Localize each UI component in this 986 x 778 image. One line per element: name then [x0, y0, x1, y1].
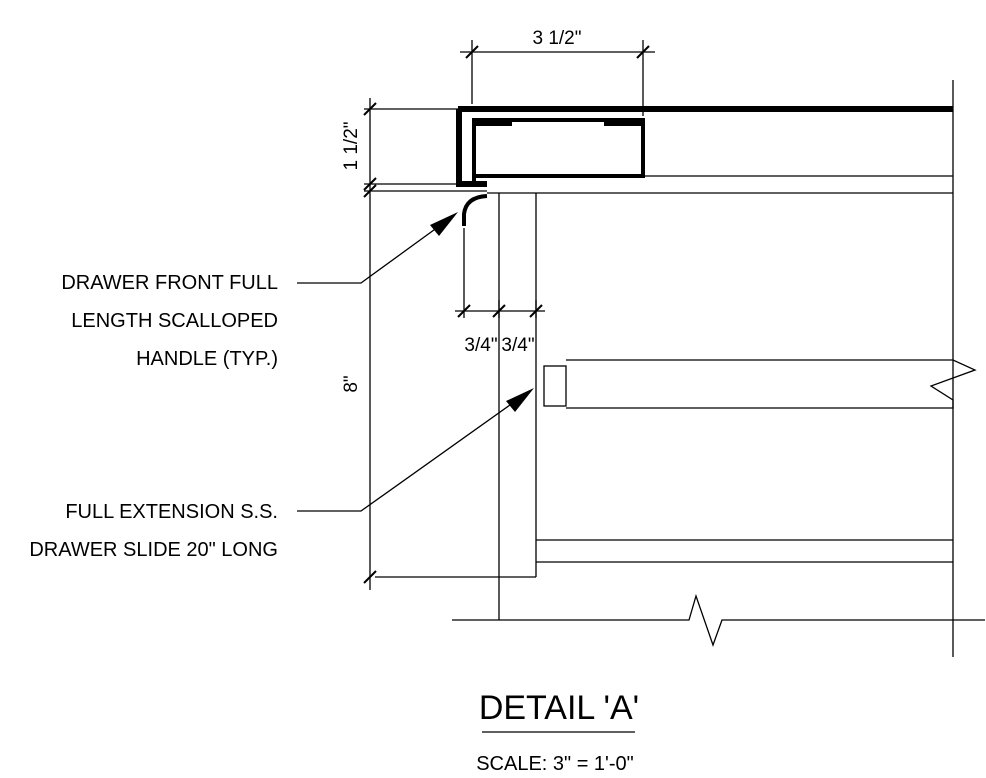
- leader-handle: [297, 212, 458, 284]
- dim-tick: [363, 184, 377, 198]
- cabinet-sides: [498, 80, 954, 657]
- countertop-section: [456, 106, 953, 194]
- leader-line: [297, 218, 450, 284]
- dimension-top-width: 3 1/2": [460, 28, 655, 116]
- detail-title: DETAIL 'A': [479, 689, 639, 727]
- note-slide: FULL EXTENSION S.S. DRAWER SLIDE 20" LON…: [29, 501, 278, 561]
- note-handle: DRAWER FRONT FULL LENGTH SCALLOPED HANDL…: [61, 272, 278, 370]
- dim-tick: [363, 102, 377, 116]
- drawer-slide: [543, 359, 977, 409]
- leader-line: [297, 394, 525, 512]
- dim-tick: [636, 45, 650, 59]
- slide-body: [566, 359, 977, 409]
- leader-arrowhead: [506, 388, 534, 412]
- dim-tick: [492, 304, 506, 318]
- bottom-shelf: [375, 539, 985, 647]
- dim-tick: [465, 45, 479, 59]
- dim-label-top-width: 3 1/2": [532, 28, 581, 49]
- dimension-top-height: 1 1/2" 8": [341, 98, 487, 590]
- leader-arrowhead: [430, 212, 458, 236]
- note-line: DRAWER FRONT FULL: [61, 272, 278, 294]
- dim-tick: [363, 570, 377, 584]
- dim-tick: [363, 177, 377, 191]
- countertop-edge-profile: [456, 109, 487, 187]
- note-line: LENGTH SCALLOPED: [71, 310, 278, 332]
- floor-break-line: [452, 593, 985, 647]
- leader-slide: [297, 388, 534, 512]
- dim-label-right-gap: 3/4": [501, 335, 534, 356]
- dim-tick: [457, 304, 471, 318]
- detail-scale: SCALE: 3" = 1'-0": [476, 753, 634, 775]
- note-line: FULL EXTENSION S.S.: [65, 501, 278, 523]
- slide-end-block: [543, 365, 567, 407]
- dimension-gaps: 3/4" 3/4": [455, 228, 545, 356]
- scalloped-handle: [462, 194, 488, 226]
- dim-label-top-height: 1 1/2": [341, 121, 362, 170]
- dim-label-left-gap: 3/4": [464, 335, 497, 356]
- title-block: DETAIL 'A' SCALE: 3" = 1'-0": [476, 689, 639, 775]
- dim-tick: [529, 304, 543, 318]
- top-rail-box: [472, 118, 645, 186]
- dim-label-overall-height: 8": [341, 375, 362, 392]
- note-line: DRAWER SLIDE 20" LONG: [29, 539, 278, 561]
- note-line: HANDLE (TYP.): [136, 348, 278, 370]
